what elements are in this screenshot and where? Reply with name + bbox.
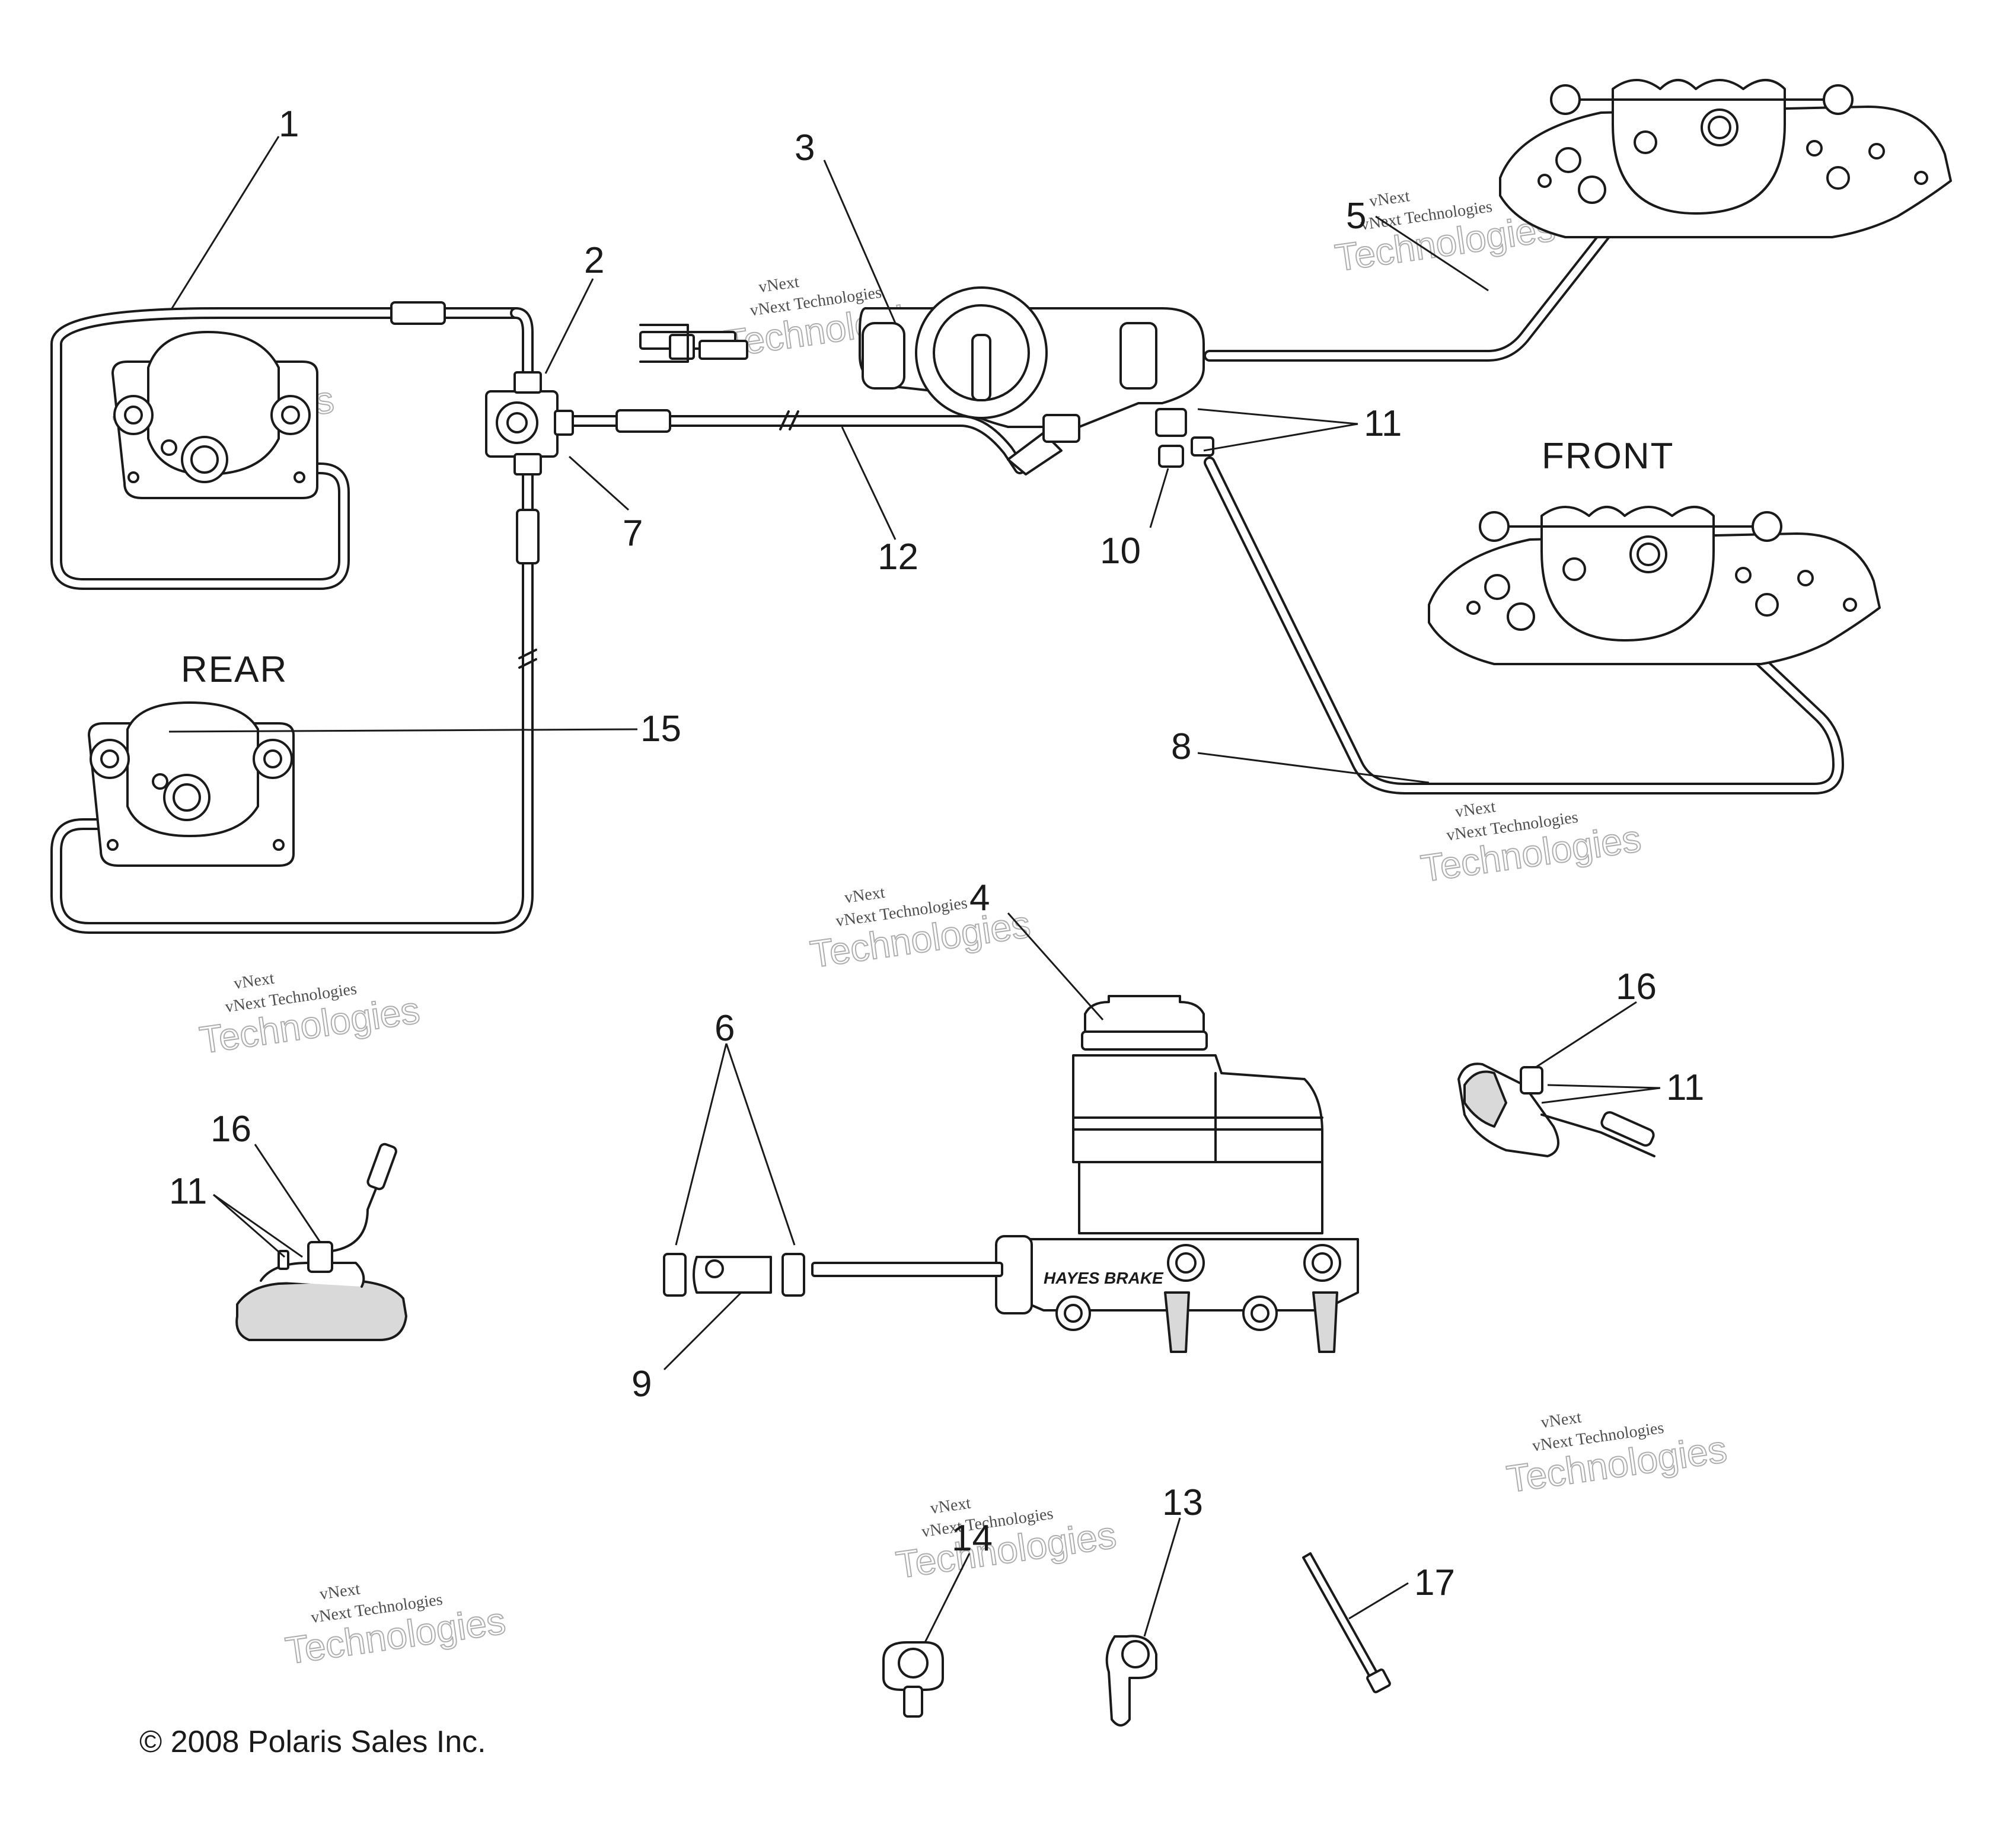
bleeder bbox=[1042, 414, 1080, 443]
rear-caliper-bleeder-detail bbox=[235, 1143, 407, 1341]
rear-caliper-lower bbox=[88, 701, 295, 867]
watermark: vNext vNext Technologies Technologies bbox=[1504, 1408, 1730, 1501]
front-label: FRONT bbox=[1542, 436, 1674, 477]
callout-6: 6 bbox=[714, 1008, 735, 1049]
front-caliper-lower bbox=[1428, 506, 1881, 665]
clevis bbox=[693, 1256, 772, 1294]
fitting bbox=[513, 371, 542, 394]
callout-16-left: 16 bbox=[210, 1109, 251, 1150]
line-fitting bbox=[1007, 432, 1063, 476]
mounting-tab bbox=[1164, 1291, 1190, 1353]
watermark: vNext vNext Technologies Technologies bbox=[807, 883, 1033, 977]
break-mark bbox=[779, 410, 799, 430]
svg-text:vNext: vNext bbox=[1454, 797, 1497, 821]
callout-labels: 1 2 3 4 5 6 7 8 9 10 11 11 11 12 13 14 1… bbox=[169, 104, 1704, 1603]
fitting bbox=[554, 410, 574, 436]
callout-8: 8 bbox=[1171, 726, 1191, 767]
fitting bbox=[1155, 408, 1187, 437]
callout-11-right: 11 bbox=[1666, 1067, 1704, 1108]
callout-5: 5 bbox=[1346, 196, 1366, 237]
watermark-layer: vNext vNext Technologies Technologies vN… bbox=[110, 187, 1730, 1673]
brake-line-12 bbox=[563, 409, 1026, 474]
callout-14: 14 bbox=[952, 1518, 993, 1559]
callout-15: 15 bbox=[640, 709, 681, 749]
jam-nut bbox=[663, 1253, 687, 1297]
copyright-notice: © 2008 Polaris Sales Inc. bbox=[139, 1725, 486, 1759]
lock-nut bbox=[669, 334, 695, 360]
rear-caliper-upper bbox=[111, 331, 318, 499]
callout-17: 17 bbox=[1414, 1562, 1455, 1603]
reservoir-cap bbox=[1084, 995, 1205, 1033]
bleeder-screw bbox=[1520, 1066, 1543, 1095]
callout-3: 3 bbox=[795, 127, 815, 168]
line-fitting bbox=[390, 301, 446, 325]
callout-13: 13 bbox=[1162, 1482, 1203, 1523]
callout-4: 4 bbox=[969, 878, 990, 918]
watermark: vNext vNext Technologies Technologies bbox=[1418, 797, 1644, 891]
hose-clamp-14 bbox=[882, 1641, 944, 1718]
cable-tie-17 bbox=[1302, 1552, 1391, 1693]
rear-label: REAR bbox=[181, 649, 288, 690]
fitting bbox=[1191, 436, 1214, 457]
banjo-bolt-10 bbox=[1158, 445, 1184, 468]
callout-1: 1 bbox=[279, 104, 299, 145]
callout-11-top: 11 bbox=[1364, 403, 1402, 444]
svg-text:vNext: vNext bbox=[232, 969, 275, 993]
bleeder-screw bbox=[307, 1241, 333, 1273]
brake-line-15-rear-lower bbox=[50, 457, 540, 934]
bleeder-cap bbox=[366, 1143, 397, 1191]
watermark: vNext vNext Technologies Technologies bbox=[196, 969, 423, 1062]
callout-9: 9 bbox=[631, 1364, 652, 1405]
svg-text:vNext: vNext bbox=[1540, 1408, 1583, 1432]
line-fitting bbox=[516, 509, 540, 564]
callout-11-left: 11 bbox=[169, 1171, 207, 1212]
bleeder-cap bbox=[1600, 1111, 1655, 1147]
jam-nut bbox=[781, 1253, 805, 1297]
break-mark bbox=[518, 649, 537, 669]
line-fitting bbox=[615, 409, 671, 433]
clevis-assembly bbox=[663, 1253, 805, 1297]
clip-13 bbox=[1105, 1635, 1157, 1727]
hayes-brake-label: HAYES BRAKE bbox=[1044, 1269, 1164, 1287]
callout-7: 7 bbox=[623, 513, 643, 554]
master-cylinder-top-view bbox=[639, 286, 1214, 476]
push-rod bbox=[811, 1262, 1003, 1277]
master-cylinder-detail: HAYES BRAKE bbox=[811, 995, 1359, 1353]
fitting bbox=[513, 453, 542, 476]
callout-2: 2 bbox=[584, 240, 604, 281]
brake-line-1-rear-upper bbox=[50, 301, 534, 590]
svg-text:vNext: vNext bbox=[318, 1580, 361, 1603]
svg-text:vNext: vNext bbox=[757, 273, 800, 296]
front-caliper-bleeder-detail bbox=[1457, 1062, 1655, 1157]
watermark: vNext vNext Technologies Technologies bbox=[282, 1580, 509, 1673]
svg-text:vNext: vNext bbox=[1368, 187, 1411, 210]
mounting-tab bbox=[1312, 1291, 1338, 1353]
callout-12: 12 bbox=[878, 537, 918, 577]
callout-16-right: 16 bbox=[1616, 966, 1657, 1007]
front-caliper-upper bbox=[1499, 79, 1952, 238]
brake-line-8-front-lower bbox=[1204, 457, 1844, 794]
callout-10: 10 bbox=[1100, 531, 1141, 572]
svg-text:vNext: vNext bbox=[843, 883, 886, 907]
brake-line-5-front-upper bbox=[1204, 166, 1660, 362]
svg-text:vNext: vNext bbox=[929, 1494, 972, 1518]
watermark: vNext vNext Technologies Technologies bbox=[893, 1494, 1119, 1587]
proportioning-valve bbox=[485, 371, 574, 476]
leader-lines bbox=[168, 136, 1661, 1643]
